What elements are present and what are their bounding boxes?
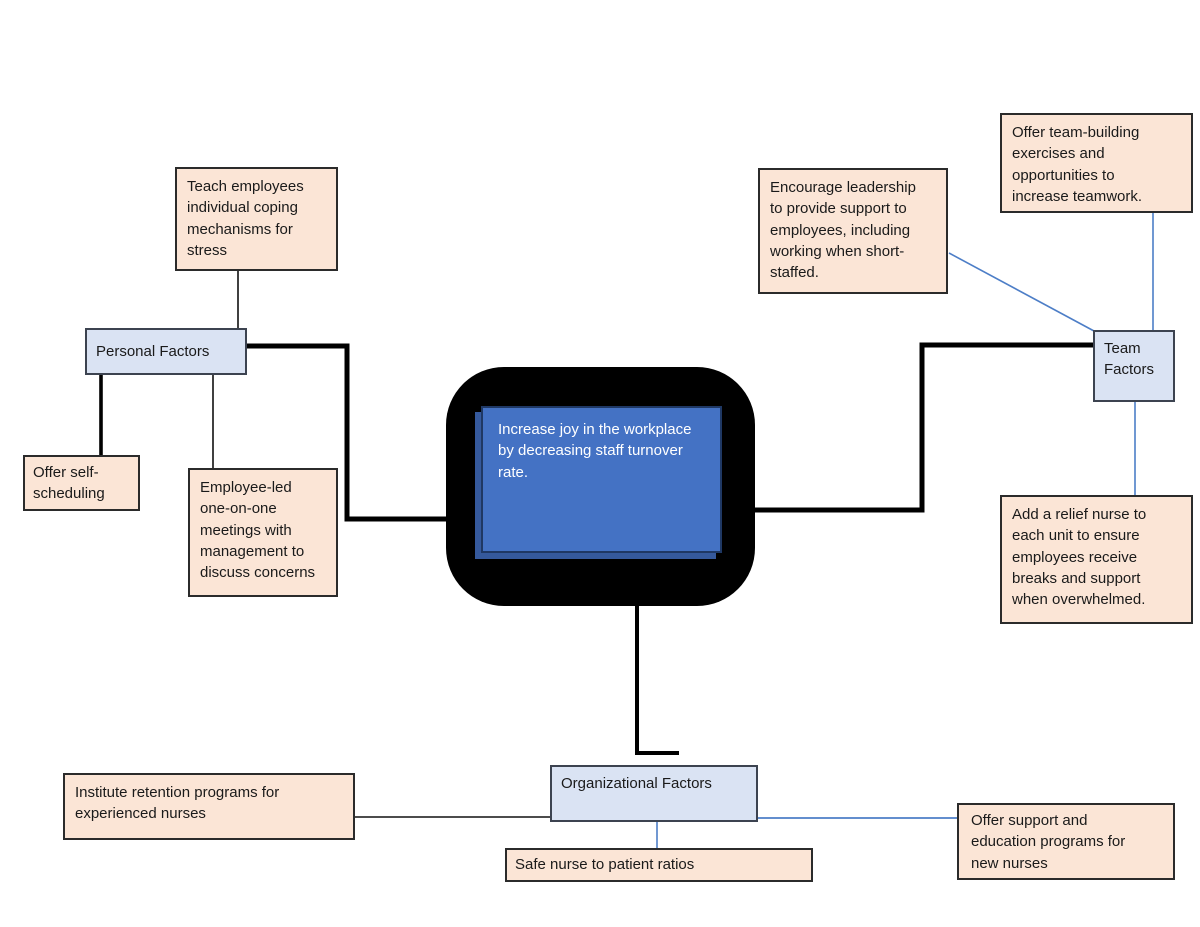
category-team-factors-label: Team Factors — [1104, 340, 1155, 379]
idea-retention-programs-box: Institute retention programs for experie… — [63, 773, 355, 840]
idea-employee-meetings-label: Employee-led one-on-one meetings with ma… — [200, 479, 316, 582]
idea-safe-ratios-label: Safe nurse to patient ratios — [515, 856, 695, 873]
idea-team-building-label: Offer team-building exercises and opport… — [1012, 124, 1143, 205]
connector-center-to-team — [754, 342, 1093, 513]
connector-personal-to-center — [246, 343, 447, 522]
idea-team-building-box: Offer team-building exercises and opport… — [1000, 113, 1193, 213]
category-organizational-factors-box: Organizational Factors — [550, 765, 758, 822]
idea-coping-mechanisms-box: Teach employees individual coping mechan… — [175, 167, 338, 271]
category-personal-factors-label: Personal Factors — [96, 343, 210, 360]
center-goal-box: Increase joy in the workplace by decreas… — [481, 406, 722, 553]
idea-self-scheduling-label: Offer self-scheduling — [33, 464, 105, 503]
idea-retention-programs-label: Institute retention programs for experie… — [75, 784, 280, 823]
idea-employee-meetings-box: Employee-led one-on-one meetings with ma… — [188, 468, 338, 597]
center-goal-label: Increase joy in the workplace by decreas… — [498, 421, 692, 481]
idea-leadership-support-box: Encourage leadership to provide support … — [758, 168, 948, 294]
idea-relief-nurse-box: Add a relief nurse to each unit to ensur… — [1000, 495, 1193, 624]
category-team-factors-box: Team Factors — [1093, 330, 1175, 402]
connector-center-to-organizational — [635, 604, 679, 755]
category-personal-factors-box: Personal Factors — [85, 328, 247, 375]
idea-leadership-support-label: Encourage leadership to provide support … — [770, 179, 916, 282]
idea-relief-nurse-label: Add a relief nurse to each unit to ensur… — [1012, 506, 1147, 609]
idea-coping-mechanisms-label: Teach employees individual coping mechan… — [187, 178, 304, 259]
category-organizational-factors-label: Organizational Factors — [561, 775, 712, 792]
connector-leadership-to-team — [948, 252, 1095, 332]
idea-self-scheduling-box: Offer self-scheduling — [23, 455, 140, 511]
idea-new-nurse-support-box: Offer support and education programs for… — [957, 803, 1175, 880]
idea-safe-ratios-box: Safe nurse to patient ratios — [505, 848, 813, 882]
idea-new-nurse-support-label: Offer support and education programs for… — [971, 812, 1126, 872]
